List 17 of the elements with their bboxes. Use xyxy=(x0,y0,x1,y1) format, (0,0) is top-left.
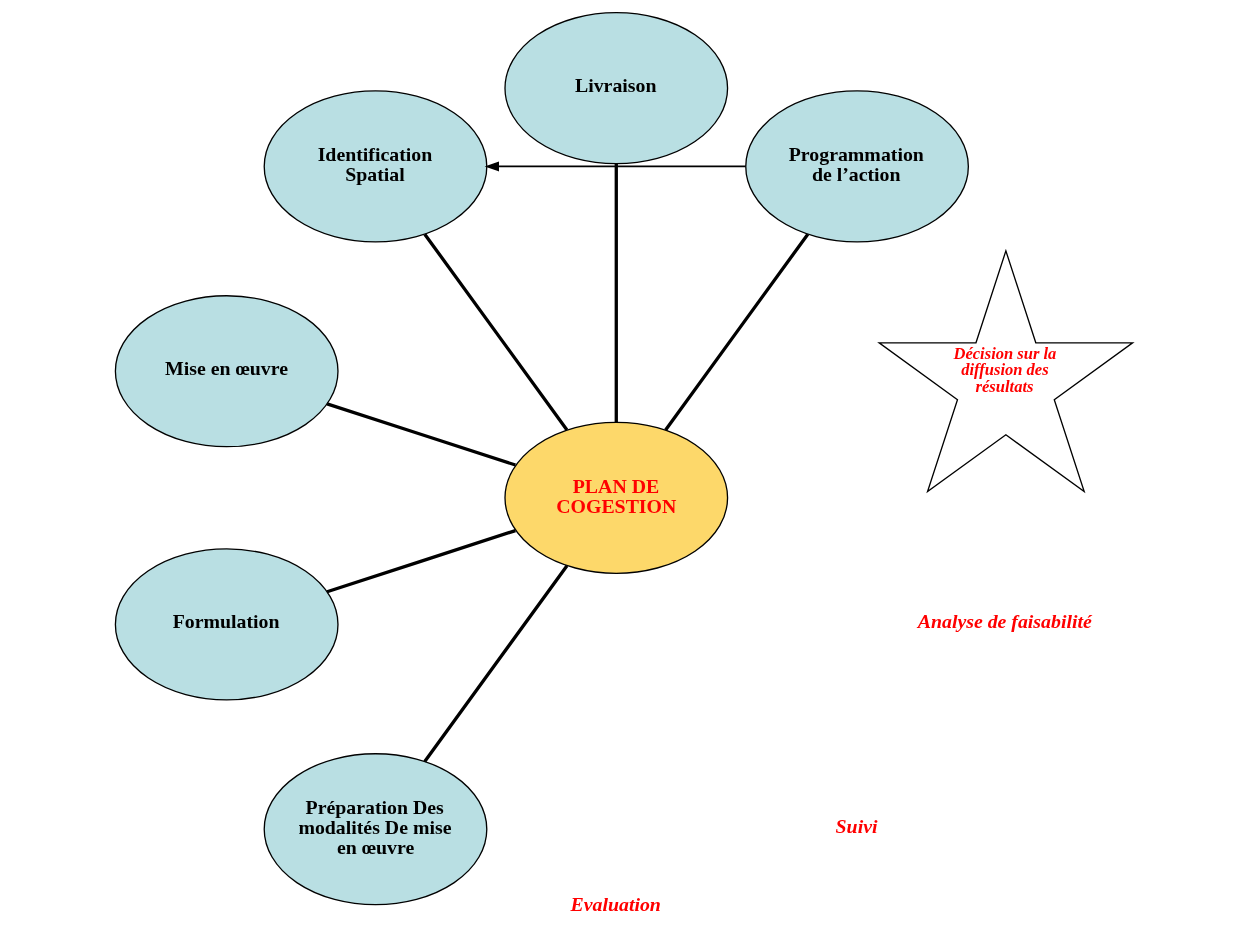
arrow xyxy=(484,161,747,172)
label: Analyse de faisabilité xyxy=(917,610,1092,633)
node-ellipse: Programmation de l’action xyxy=(745,90,969,243)
node-ellipse: Identification Spatial xyxy=(263,90,488,243)
node-ellipse: Mise en œuvre xyxy=(114,295,339,448)
node-ellipse: PLAN DE COGESTION xyxy=(504,421,729,574)
connector xyxy=(326,402,516,467)
connector xyxy=(423,564,569,763)
connector xyxy=(423,233,569,431)
connector xyxy=(326,529,516,594)
label: Suivi xyxy=(835,814,878,837)
node-ellipse: Livraison xyxy=(504,12,729,165)
node-ellipse: Préparation Des modalités De mise en œuvre xyxy=(263,753,488,906)
connector xyxy=(664,233,810,431)
label: Evaluation xyxy=(570,893,661,916)
connector xyxy=(614,163,618,423)
node-ellipse: Formulation xyxy=(114,548,339,701)
